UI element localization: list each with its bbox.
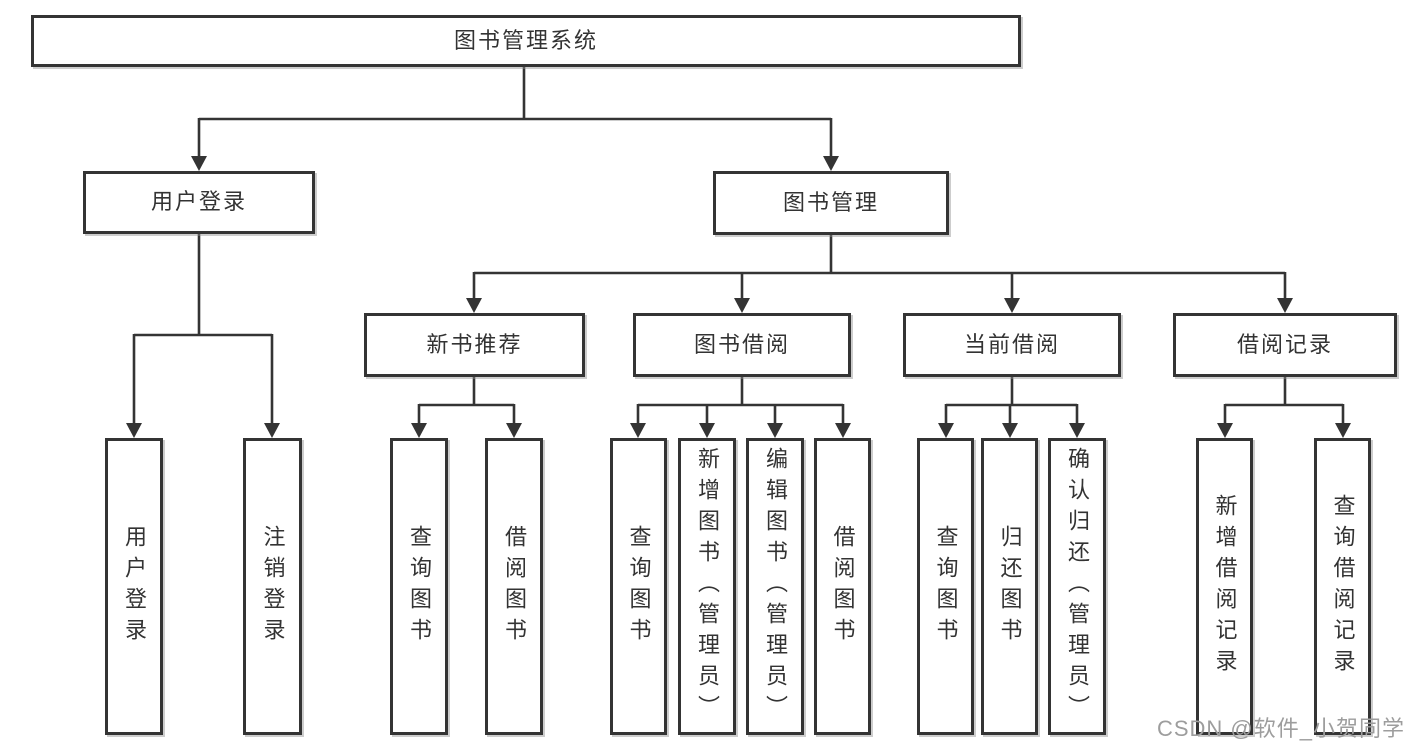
connector: [472, 234, 1287, 302]
leaf-query-books-1: 查询图书: [390, 438, 448, 735]
arrowhead: [1004, 298, 1020, 313]
arrowhead: [466, 298, 482, 313]
node-label: 查询图书: [407, 524, 432, 649]
branch-borrowing-records: [1217, 377, 1351, 438]
node-label: 确认归还（管理员）: [1065, 447, 1090, 726]
node-book-borrowing: 图书借阅: [633, 313, 851, 377]
node-label: 注销登录: [260, 524, 286, 649]
branch-new-book-recommend: [411, 377, 522, 438]
arrowhead: [1069, 423, 1085, 438]
connector: [1223, 377, 1345, 427]
arrowhead: [767, 423, 783, 438]
branch-book-management: [466, 234, 1293, 313]
leaf-query-borrow-record: 查询借阅记录: [1314, 438, 1371, 735]
leaf-add-borrow-record: 新增借阅记录: [1196, 438, 1253, 735]
arrowhead: [734, 298, 750, 313]
node-label: 新增借阅记录: [1212, 493, 1238, 680]
node-label: 查询图书: [933, 524, 959, 649]
node-label: 借阅记录: [1236, 331, 1333, 357]
node-label: 查询借阅记录: [1330, 493, 1356, 680]
arrowhead: [126, 423, 142, 438]
branch-user-login: [126, 234, 280, 438]
arrowhead: [1277, 298, 1293, 313]
node-label: 当前借阅: [963, 331, 1060, 357]
node-user-login: 用户登录: [83, 171, 315, 234]
arrowhead: [264, 423, 280, 438]
leaf-logout: 注销登录: [243, 438, 302, 735]
node-label: 用户登录: [122, 524, 147, 649]
leaf-edit-book-admin: 编辑图书（管理员）: [746, 438, 804, 735]
node-library-system: 图书管理系统: [31, 15, 1021, 67]
leaf-query-books-3: 查询图书: [917, 438, 974, 735]
node-book-management: 图书管理: [713, 171, 949, 235]
connector: [944, 377, 1079, 427]
arrowhead: [191, 156, 207, 171]
node-new-book-recommend: 新书推荐: [364, 313, 585, 377]
node-label: 用户登录: [150, 189, 247, 215]
arrowhead: [506, 423, 522, 438]
leaf-return-book: 归还图书: [981, 438, 1038, 735]
leaf-borrow-books-2: 借阅图书: [814, 438, 871, 735]
arrowhead: [411, 423, 427, 438]
connector: [197, 67, 833, 160]
arrowhead: [1002, 423, 1018, 438]
node-label: 归还图书: [997, 524, 1023, 649]
node-label: 图书借阅: [693, 331, 790, 357]
node-label: 借阅图书: [502, 524, 527, 649]
leaf-add-book-admin: 新增图书（管理员）: [678, 438, 736, 735]
node-borrowing-records: 借阅记录: [1173, 313, 1397, 377]
connector: [132, 234, 274, 427]
arrowhead: [699, 423, 715, 438]
node-label: 图书管理系统: [453, 27, 598, 53]
leaf-borrow-books-1: 借阅图书: [485, 438, 543, 735]
leaf-confirm-return-admin: 确认归还（管理员）: [1048, 438, 1106, 735]
csdn-watermark: CSDN @软件_小贺同学: [1156, 716, 1405, 741]
node-label: 新增图书（管理员）: [695, 447, 720, 726]
node-label: 借阅图书: [830, 524, 856, 649]
node-label: 编辑图书（管理员）: [763, 447, 788, 726]
branch-current-borrowing: [938, 377, 1085, 438]
arrowhead: [1335, 423, 1351, 438]
branch-root: [191, 67, 839, 171]
arrowhead: [630, 423, 646, 438]
leaf-user-login: 用户登录: [105, 438, 163, 735]
leaf-query-books-2: 查询图书: [610, 438, 667, 735]
node-label: 图书管理: [782, 189, 879, 215]
branch-book-borrowing: [630, 377, 851, 438]
connector: [636, 377, 845, 427]
arrowhead: [823, 156, 839, 171]
connector: [417, 377, 516, 427]
node-label: 查询图书: [626, 524, 652, 649]
node-label: 新书推荐: [426, 331, 523, 357]
node-current-borrowing: 当前借阅: [903, 313, 1121, 377]
arrowhead: [835, 423, 851, 438]
arrowhead: [938, 423, 954, 438]
arrowhead: [1217, 423, 1233, 438]
